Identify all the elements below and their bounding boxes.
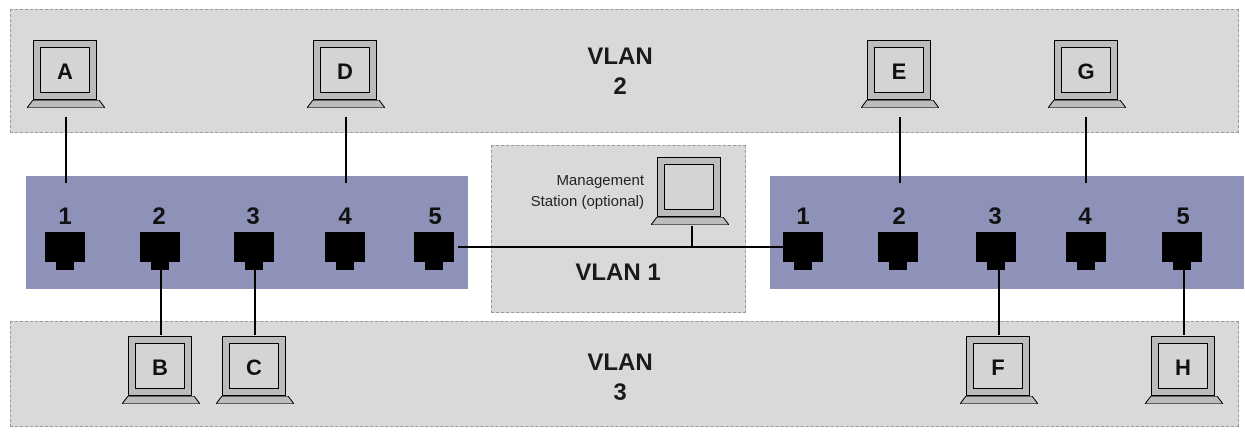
left-port-2-number: 2	[152, 203, 166, 230]
laptop-g-screen: G	[1054, 40, 1118, 100]
laptop-a-label: A	[57, 59, 73, 84]
right-port-2-number: 2	[892, 203, 906, 230]
laptop-h-screen: H	[1151, 336, 1215, 396]
right-port-1-number: 1	[796, 203, 810, 230]
wire-d-port4	[345, 117, 347, 183]
laptop-h-label: H	[1175, 355, 1191, 380]
laptop-a-screen: A	[33, 40, 97, 100]
left-port-1-number: 1	[58, 203, 72, 230]
vlan-3-zone	[10, 321, 1239, 427]
wire-management	[691, 226, 693, 247]
laptop-b-label: B	[152, 355, 168, 380]
laptop-f-keyboard	[960, 396, 1038, 404]
management-screen	[657, 157, 721, 217]
laptop-f: F	[960, 336, 1038, 416]
left-port-1	[45, 232, 85, 272]
left-port-3-number: 3	[246, 203, 260, 230]
laptop-b: B	[122, 336, 200, 416]
laptop-e: E	[861, 40, 939, 120]
laptop-d-label: D	[337, 59, 353, 84]
vlan-1-label: VLAN 1	[575, 259, 661, 286]
management-station-label: Management Station (optional)	[494, 170, 644, 212]
right-port-5	[1162, 232, 1202, 272]
laptop-a: A	[27, 40, 105, 120]
left-port-4	[325, 232, 365, 272]
vlan-2-zone	[10, 9, 1239, 133]
laptop-h-keyboard	[1145, 396, 1223, 404]
laptop-c-keyboard	[216, 396, 294, 404]
right-port-4	[1066, 232, 1106, 272]
laptop-g: G	[1048, 40, 1126, 120]
vlan-2-label-line2: 2	[613, 73, 627, 100]
management-line1: Management	[556, 172, 644, 189]
wire-e-port2	[899, 117, 901, 183]
right-port-1	[783, 232, 823, 272]
laptop-d-keyboard	[307, 100, 385, 108]
left-port-2	[140, 232, 180, 272]
right-port-3-number: 3	[988, 203, 1002, 230]
wire-c-port3	[254, 265, 256, 335]
laptop-b-screen: B	[128, 336, 192, 396]
right-port-4-number: 4	[1078, 203, 1092, 230]
vlan-3-label: VLAN 3	[570, 348, 670, 408]
laptop-d-screen: D	[313, 40, 377, 100]
management-keyboard	[651, 217, 729, 225]
laptop-g-label: G	[1077, 59, 1095, 84]
wire-a-port1	[65, 117, 67, 183]
laptop-g-keyboard	[1048, 100, 1126, 108]
laptop-e-screen: E	[867, 40, 931, 100]
right-port-2	[878, 232, 918, 272]
wire-b-port2	[160, 265, 162, 335]
laptop-c-screen: C	[222, 336, 286, 396]
laptop-h: H	[1145, 336, 1223, 416]
laptop-a-keyboard	[27, 100, 105, 108]
laptop-f-screen: F	[966, 336, 1030, 396]
management-station-laptop	[651, 157, 729, 237]
left-port-5	[414, 232, 454, 272]
laptop-c: C	[216, 336, 294, 416]
right-port-3	[976, 232, 1016, 272]
wire-g-port4	[1085, 117, 1087, 183]
laptop-b-keyboard	[122, 396, 200, 404]
laptop-f-label: F	[991, 355, 1005, 380]
right-port-5-number: 5	[1176, 203, 1190, 230]
wire-f-port3	[998, 265, 1000, 335]
management-line2: Station (optional)	[530, 193, 644, 210]
left-port-4-number: 4	[338, 203, 352, 230]
left-port-5-number: 5	[428, 203, 442, 230]
vlan-3-label-line2: 3	[613, 379, 627, 406]
laptop-d: D	[307, 40, 385, 120]
laptop-e-label: E	[891, 59, 907, 84]
vlan-3-label-line1: VLAN	[587, 349, 653, 376]
vlan-2-label: VLAN 2	[570, 42, 670, 102]
wire-h-port5	[1183, 265, 1185, 335]
trunk-wire	[458, 246, 783, 248]
laptop-c-label: C	[246, 355, 262, 380]
left-port-3	[234, 232, 274, 272]
vlan-2-label-line1: VLAN	[587, 43, 653, 70]
laptop-e-keyboard	[861, 100, 939, 108]
